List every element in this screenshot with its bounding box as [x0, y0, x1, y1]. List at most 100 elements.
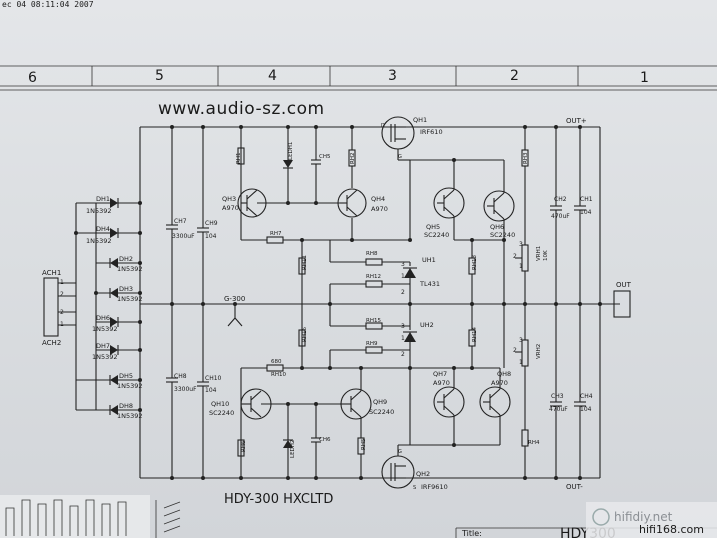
svg-text:RH3: RH3 — [523, 152, 529, 164]
diode-dh6 — [110, 317, 119, 327]
mosfet-qh2 — [381, 445, 415, 489]
diode-dh3 — [109, 288, 118, 298]
svg-text:CH10: CH10 — [205, 375, 222, 382]
transistor-qh9 — [340, 388, 372, 420]
watermark-top: hifidiy.net — [614, 510, 673, 524]
svg-text:CH4: CH4 — [580, 393, 593, 400]
svg-text:A970: A970 — [491, 379, 508, 387]
svg-text:CH2: CH2 — [554, 196, 567, 203]
diode-bridge: DH1 1N5392 DH4 1N5392 DH2 1N5392 DH3 1N5… — [76, 195, 143, 420]
svg-text:1N5392: 1N5392 — [117, 382, 143, 390]
svg-text:A970: A970 — [222, 204, 239, 212]
svg-text:LEDH2: LEDH2 — [290, 440, 296, 458]
svg-text:RH11: RH11 — [302, 255, 308, 270]
svg-text:QH3: QH3 — [222, 195, 236, 203]
svg-text:RH4: RH4 — [528, 440, 540, 446]
svg-text:1: 1 — [401, 335, 405, 342]
svg-text:RH8: RH8 — [366, 251, 378, 257]
svg-text:1N5392: 1N5392 — [86, 207, 112, 215]
svg-text:QH4: QH4 — [371, 195, 385, 203]
svg-text:1N5392: 1N5392 — [117, 265, 143, 273]
svg-text:RH1: RH1 — [236, 153, 242, 164]
svg-text:1: 1 — [401, 273, 405, 280]
svg-text:1N5392: 1N5392 — [86, 237, 112, 245]
border-column-label: 5 — [155, 68, 164, 84]
svg-text:104: 104 — [580, 406, 592, 413]
svg-text:IRF610: IRF610 — [420, 128, 443, 136]
svg-text:DH5: DH5 — [119, 372, 133, 380]
regulator-uh2 — [403, 304, 417, 368]
svg-text:1N5392: 1N5392 — [92, 353, 118, 361]
regulator-uh1 — [403, 262, 417, 304]
transistor-qh8 — [479, 386, 511, 418]
svg-text:D: D — [381, 123, 385, 129]
svg-text:1N5392: 1N5392 — [92, 325, 118, 333]
svg-text:RH13: RH13 — [472, 255, 478, 270]
svg-text:RH5: RH5 — [361, 438, 367, 450]
svg-text:CH8: CH8 — [174, 373, 187, 380]
svg-text:QH8: QH8 — [497, 370, 511, 378]
ach2-label: ACH2 — [42, 339, 61, 347]
svg-text:A970: A970 — [433, 379, 450, 387]
upper-stage: RH1 QH3 A970 LEDH1 CH5 RH2 — [222, 116, 593, 368]
out-minus-label: OUT- — [566, 483, 583, 491]
transistor-qh7 — [433, 386, 465, 418]
svg-text:UH2: UH2 — [420, 321, 434, 329]
filter-capacitors: CH7 3300uF CH9 104 CH8 3300uF CH10 104 — [166, 127, 222, 478]
svg-text:CH1: CH1 — [580, 196, 593, 203]
footer-label: HDY-300 HXCLTD — [224, 492, 333, 507]
ground-symbol: G-300 — [224, 295, 245, 327]
lower-stage: RH15 RH9 UH2 3 1 2 680 RH10 QH10 — [209, 304, 593, 491]
border-strip: 6 5 4 3 2 1 — [0, 65, 717, 91]
diode-dh4 — [110, 228, 119, 238]
svg-text:RH7: RH7 — [270, 231, 282, 237]
svg-text:DH2: DH2 — [119, 255, 133, 263]
svg-text:QH7: QH7 — [433, 370, 447, 378]
svg-text:RH14: RH14 — [472, 327, 478, 342]
svg-text:1N5392: 1N5392 — [117, 295, 143, 303]
ground-label: G-300 — [224, 295, 245, 303]
diode-dh1 — [110, 198, 119, 208]
svg-text:RH16: RH16 — [302, 327, 308, 342]
svg-text:S: S — [413, 485, 416, 491]
svg-text:10K: 10K — [543, 250, 549, 261]
svg-text:104: 104 — [580, 209, 592, 216]
svg-text:1N5392: 1N5392 — [117, 412, 143, 420]
watermark: hifidiy.net hifi168.com — [586, 502, 717, 538]
svg-text:CH7: CH7 — [174, 218, 187, 225]
svg-text:VRH1: VRH1 — [536, 246, 542, 261]
svg-text:RH12: RH12 — [366, 274, 381, 280]
svg-text:TL431: TL431 — [419, 280, 440, 288]
svg-text:DH1: DH1 — [96, 195, 110, 203]
svg-text:2: 2 — [401, 289, 405, 296]
svg-text:SC2240: SC2240 — [424, 231, 449, 239]
svg-text:DH8: DH8 — [119, 402, 133, 410]
svg-text:IRF9610: IRF9610 — [421, 483, 448, 491]
svg-text:2: 2 — [401, 351, 405, 358]
border-column-label: 6 — [28, 70, 37, 86]
svg-text:DH3: DH3 — [119, 285, 133, 293]
svg-text:G: G — [398, 449, 402, 455]
border-column-label: 4 — [268, 68, 277, 84]
diode-dh7 — [110, 345, 119, 355]
svg-text:LEDH1: LEDH1 — [288, 142, 294, 160]
diode-dh5 — [109, 375, 118, 385]
svg-text:VRH2: VRH2 — [536, 344, 542, 359]
svg-text:3300uF: 3300uF — [172, 233, 195, 240]
svg-text:470uF: 470uF — [551, 213, 570, 220]
svg-text:RH6: RH6 — [241, 440, 247, 452]
mosfet-qh1 — [381, 116, 415, 160]
out-label: OUT — [616, 281, 632, 289]
svg-text:2: 2 — [513, 253, 517, 260]
svg-text:1: 1 — [519, 263, 523, 270]
svg-text:3: 3 — [519, 337, 523, 344]
svg-text:DH6: DH6 — [96, 314, 110, 322]
border-column-label: 3 — [388, 68, 397, 84]
svg-text:470uF: 470uF — [549, 406, 568, 413]
output-connector: OUT OUT+ OUT- — [566, 117, 632, 491]
svg-text:QH9: QH9 — [373, 398, 387, 406]
svg-text:QH5: QH5 — [426, 223, 440, 231]
main-rails — [139, 126, 620, 479]
